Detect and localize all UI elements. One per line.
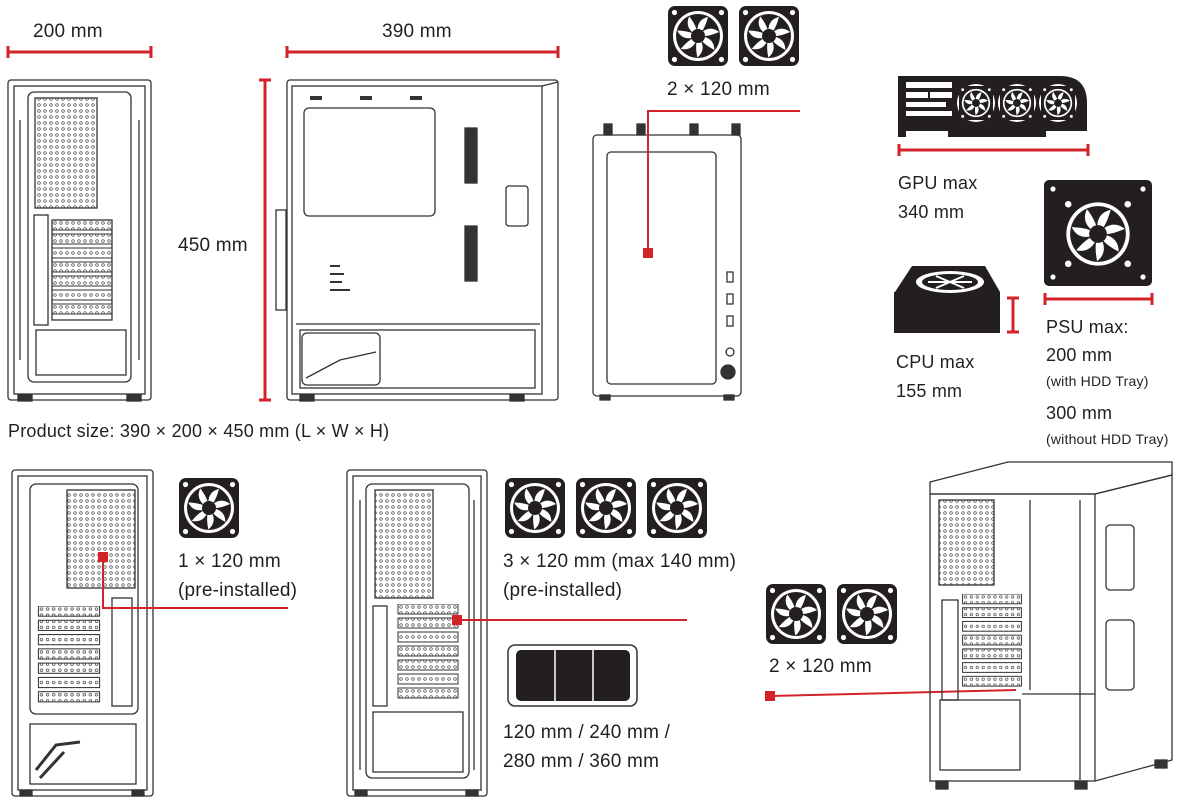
bottom-fans-label: 2 × 120 mm <box>769 656 872 677</box>
bottom-fans-leader <box>769 689 1017 697</box>
psu-note-with-hdd: (with HDD Tray) <box>1046 373 1149 389</box>
fan-icon <box>647 478 707 538</box>
gpu-label-line1: GPU max <box>898 173 978 193</box>
cpu-label-line1: CPU max <box>896 352 975 372</box>
fan-icon <box>837 584 897 644</box>
product-size-caption: Product size: 390 × 200 × 450 mm (L × W … <box>8 421 390 441</box>
top-fans-leader <box>647 110 800 253</box>
length-label: 390 mm <box>382 21 452 42</box>
psu-label-line3: 300 mm <box>1046 403 1113 423</box>
front-fans-label-line2: (pre-installed) <box>503 580 623 601</box>
width-dimension-line <box>6 46 153 58</box>
cpu-label-line2: 155 mm <box>896 381 963 401</box>
width-label: 200 mm <box>33 21 103 42</box>
fan-icon <box>576 478 636 538</box>
rear-fan-label-line1: 1 × 120 mm <box>178 551 281 572</box>
rear-fan-label-line2: (pre-installed) <box>178 580 298 601</box>
radiator-label-line1: 120 mm / 240 mm / <box>503 722 671 743</box>
rear-fan-leader <box>102 557 288 609</box>
case-front-open-view <box>346 469 488 797</box>
case-isometric-view <box>929 461 1173 790</box>
psu-length-line <box>1043 293 1154 305</box>
fan-icon <box>668 6 728 66</box>
height-dimension-line <box>259 78 271 402</box>
cpu-cooler-icon <box>894 266 1000 333</box>
top-fans-label: 2 × 120 mm <box>667 79 770 100</box>
case-rear-view <box>7 79 152 402</box>
psu-label-line2: 200 mm <box>1046 345 1113 365</box>
psu-icon <box>1044 180 1152 286</box>
gpu-icon <box>898 76 1087 137</box>
rear-fan <box>179 478 239 538</box>
fan-icon <box>739 6 799 66</box>
front-fans <box>505 478 707 538</box>
top-fans-marker <box>643 248 653 258</box>
bottom-fans-marker <box>765 691 775 701</box>
case-rear-view-fan <box>11 469 154 797</box>
case-front-view <box>592 123 742 401</box>
radiator-icon <box>507 644 638 707</box>
front-fans-label-line1: 3 × 120 mm (max 140 mm) <box>503 551 737 572</box>
cpu-height-line <box>1007 296 1019 334</box>
bottom-fans <box>766 584 897 644</box>
length-dimension-line <box>285 46 560 58</box>
fan-icon <box>179 478 239 538</box>
psu-note-without-hdd: (without HDD Tray) <box>1046 431 1169 447</box>
height-label: 450 mm <box>178 235 248 256</box>
case-side-view <box>275 79 559 402</box>
front-fans-marker <box>452 615 462 625</box>
rear-fan-marker <box>98 552 108 562</box>
psu-label-line1: PSU max: <box>1046 317 1129 337</box>
fan-icon <box>505 478 565 538</box>
fan-icon <box>766 584 826 644</box>
radiator-label-line2: 280 mm / 360 mm <box>503 751 660 772</box>
top-fans <box>668 6 799 66</box>
gpu-label-line2: 340 mm <box>898 202 965 222</box>
gpu-length-line <box>897 144 1090 156</box>
